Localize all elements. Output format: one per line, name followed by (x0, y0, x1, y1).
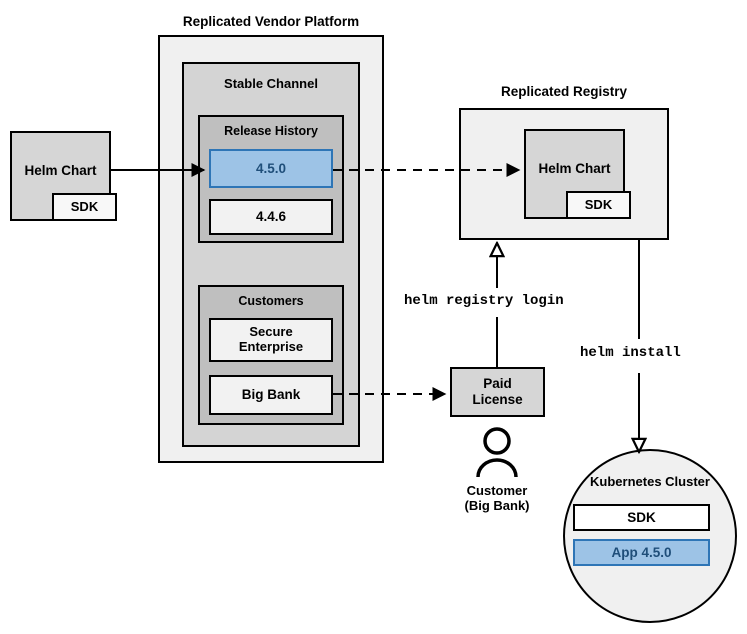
customers-title: Customers (238, 294, 304, 308)
kubernetes-cluster-circle (563, 449, 737, 623)
source-sdk-box: SDK (52, 193, 117, 221)
customer-name-label: Big Bank (241, 387, 301, 403)
stable-channel-title: Stable Channel (224, 76, 318, 91)
cluster-component-sdk: SDK (573, 504, 710, 531)
release-version-label: 4.5.0 (255, 160, 287, 176)
customer-name-label: Secure Enterprise (238, 324, 304, 354)
person-icon (476, 427, 518, 478)
cluster-component-app: App 4.5.0 (573, 539, 710, 566)
release-history-title: Release History (224, 124, 318, 138)
kubernetes-cluster-title: Kubernetes Cluster (590, 474, 710, 489)
customer-big-bank[interactable]: Big Bank (209, 375, 333, 415)
registry-helm-chart-label: Helm Chart (538, 161, 611, 176)
release-item-4-4-6[interactable]: 4.4.6 (209, 199, 333, 235)
registry-sdk-box: SDK (566, 191, 631, 219)
source-helm-chart-label: Helm Chart (24, 163, 97, 178)
registry-title: Replicated Registry (500, 84, 628, 99)
release-version-label: 4.4.6 (255, 209, 287, 225)
helm-install-command: helm install (580, 345, 681, 361)
cluster-component-label: SDK (627, 509, 656, 525)
source-sdk-label: SDK (70, 198, 99, 214)
vendor-platform-title: Replicated Vendor Platform (182, 14, 360, 29)
helm-registry-login-command: helm registry login (404, 293, 564, 309)
customer-secure-enterprise[interactable]: Secure Enterprise (209, 318, 333, 362)
paid-license-box: Paid License (450, 367, 545, 417)
cluster-component-label: App 4.5.0 (611, 544, 672, 560)
registry-sdk-label: SDK (584, 196, 613, 212)
release-item-4-5-0[interactable]: 4.5.0 (209, 149, 333, 188)
paid-license-label: Paid License (472, 376, 523, 407)
customer-actor-label: Customer (Big Bank) (464, 483, 530, 513)
